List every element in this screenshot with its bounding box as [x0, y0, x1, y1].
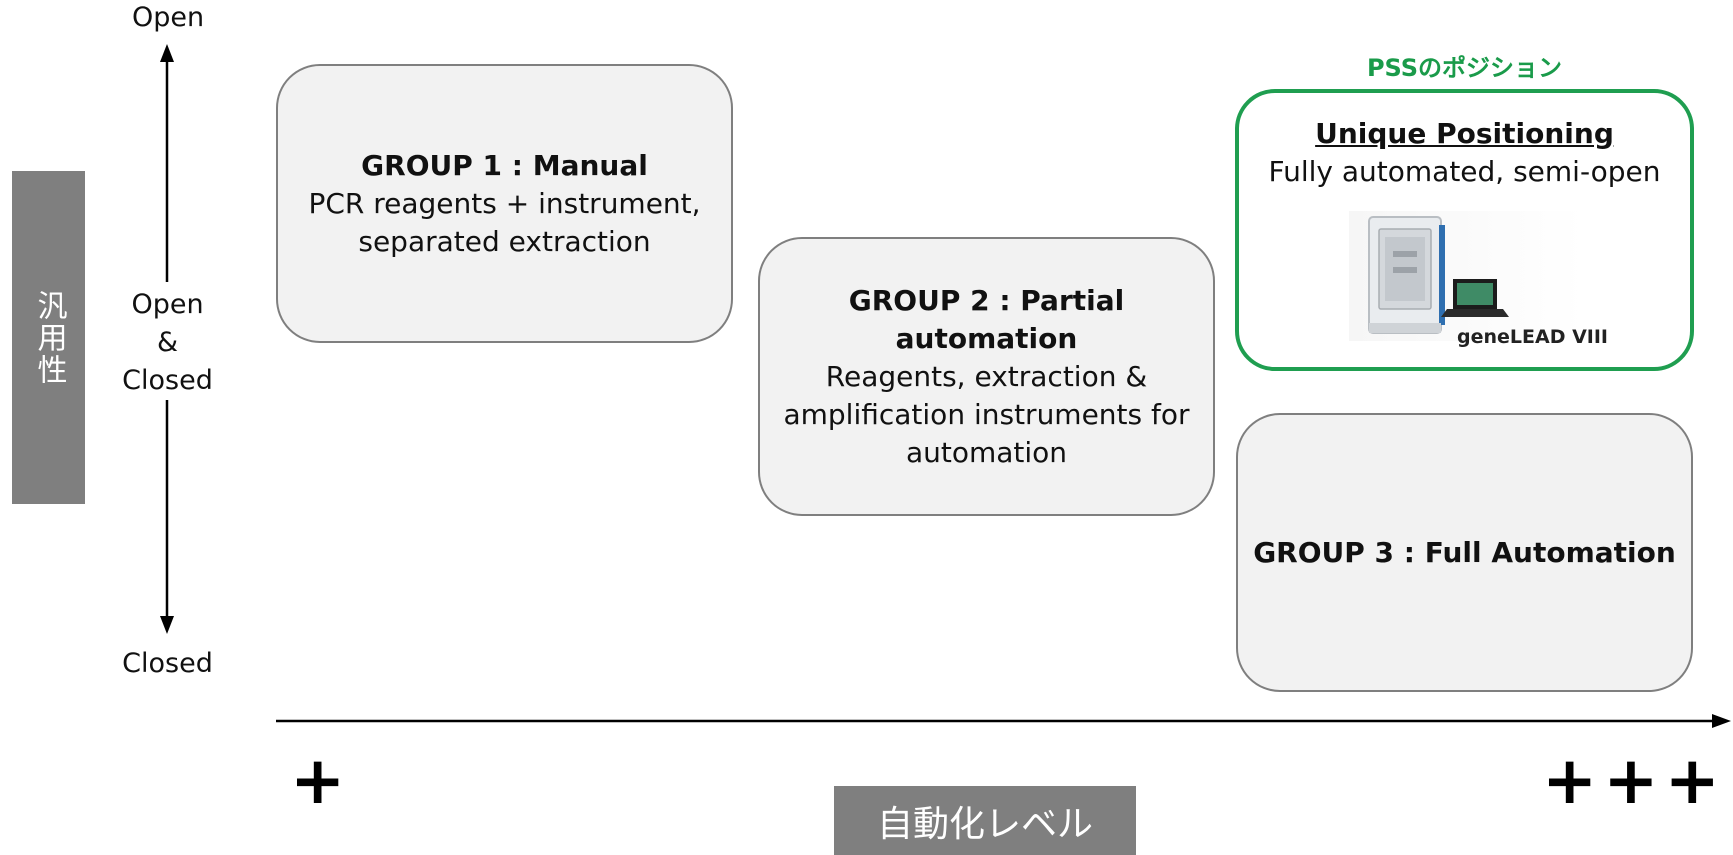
y-axis-title-box: 汎用性	[12, 171, 85, 504]
y-axis-middle-line-3: Closed	[122, 365, 213, 396]
group-3-title: GROUP 3 : Full Automation	[1253, 535, 1676, 569]
group-2-box: GROUP 2 : Partial automation Reagents, e…	[758, 237, 1215, 516]
y-axis-bottom-label: Closed	[122, 648, 213, 679]
group-2-line-1: Reagents, extraction &	[825, 359, 1148, 393]
y-axis-middle-line-1: Open	[131, 289, 204, 320]
x-axis-title-box: 自動化レベル	[834, 786, 1136, 855]
x-axis-arrow-right	[1712, 714, 1731, 728]
group-1-title: GROUP 1 : Manual	[361, 148, 648, 182]
pss-subheading: Fully automated, semi-open	[1268, 155, 1661, 188]
pss-heading: Unique Positioning	[1315, 117, 1614, 150]
instrument-illustration	[1368, 216, 1509, 334]
group-2-line-3: automation	[905, 435, 1068, 469]
device-label: geneLEAD VIII	[1457, 326, 1608, 348]
x-axis-low-label: +	[290, 742, 346, 819]
y-axis-title: 汎用性	[31, 289, 67, 386]
group-3-box: GROUP 3 : Full Automation	[1236, 413, 1693, 692]
y-axis-top-label: Open	[131, 2, 205, 33]
device-image	[1349, 211, 1584, 341]
group-1-line-1: PCR reagents + instrument,	[308, 186, 701, 220]
group-1-line-2: separated extraction	[358, 224, 651, 258]
group-2-line-2: amplification instruments for	[783, 397, 1190, 431]
group-1-box: GROUP 1 : Manual PCR reagents + instrume…	[276, 64, 733, 343]
x-axis-title: 自動化レベル	[876, 803, 1093, 845]
y-axis-arrow-down	[160, 616, 174, 634]
x-axis-high-label: +++	[1542, 742, 1726, 819]
group-2-title: GROUP 2 : Partial automation	[848, 283, 1125, 355]
y-axis-middle-line-2: &	[156, 327, 179, 358]
y-axis-arrow-up	[160, 44, 174, 62]
pss-position-box: Unique Positioning Fully automated, semi…	[1235, 89, 1694, 371]
pss-position-caption: PSSのポジション	[1366, 54, 1563, 82]
y-axis-middle-label: Open & Closed	[110, 286, 225, 400]
